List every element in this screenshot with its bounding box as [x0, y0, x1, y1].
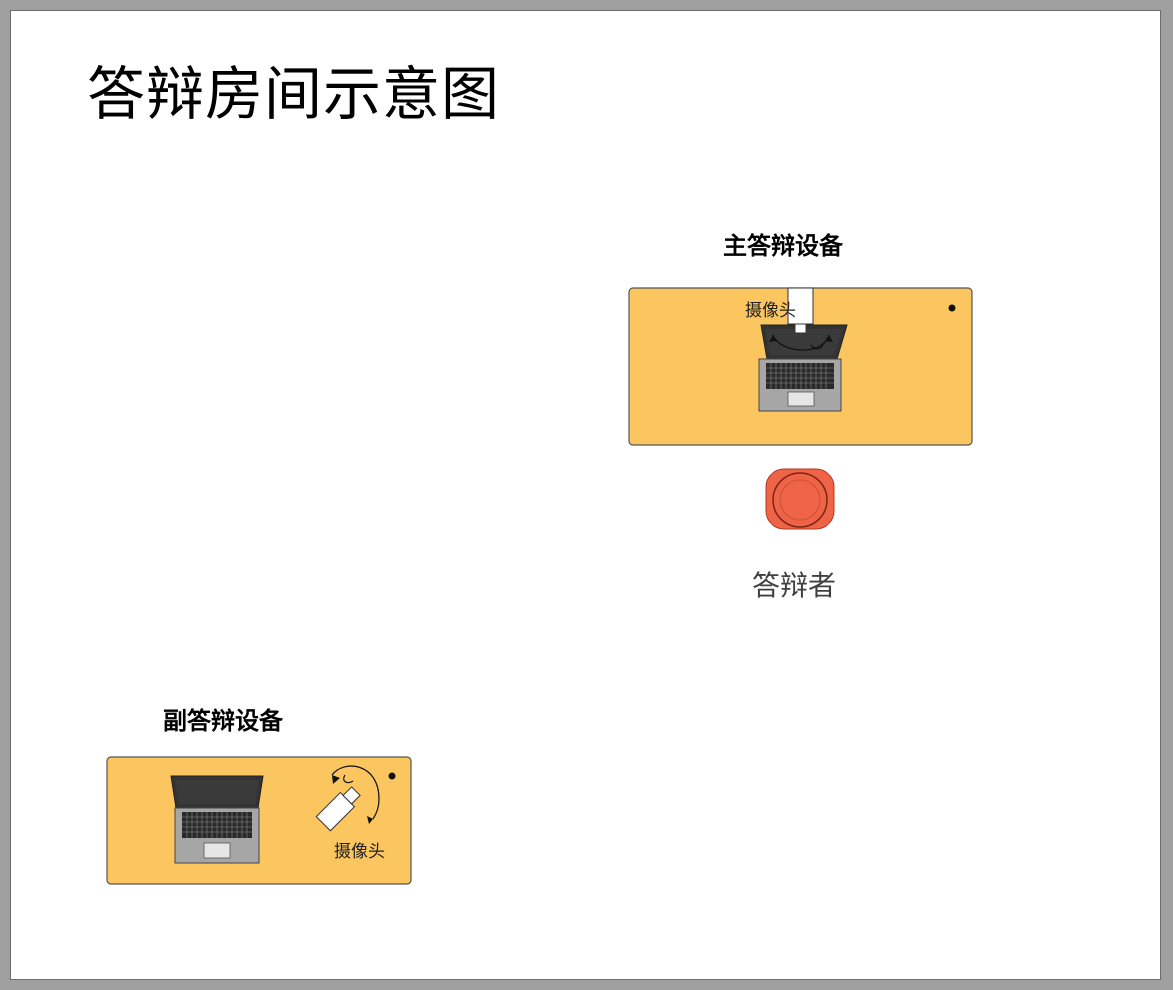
room-diagram-canvas: 答辩房间示意图 主答辩设备 答辩者 副答辩设备 — [10, 10, 1161, 980]
secondary-laptop-icon — [170, 775, 264, 864]
room-layout-drawing — [106, 287, 973, 885]
defender-chair-icon — [765, 468, 835, 530]
secondary-camera-rotate-arrows-icon — [331, 765, 380, 820]
main-camera-arrow-right-icon — [825, 335, 833, 342]
chair-caster-notches — [763, 466, 837, 532]
main-laptop-icon — [758, 324, 848, 412]
main-camera-arrow-left-icon — [769, 335, 777, 342]
secondary-desk-dot-marker — [388, 772, 396, 780]
secondary-camera-icon — [315, 786, 361, 832]
defender-label: 答辩者 — [752, 569, 837, 602]
secondary-device-label: 副答辩设备 — [163, 706, 283, 735]
secondary-camera-arrow-top-icon — [332, 775, 340, 784]
secondary-camera-label: 摄像头 — [334, 842, 385, 862]
main-camera-icon — [787, 287, 814, 334]
main-desk-dot-marker — [948, 304, 956, 312]
secondary-camera-arrow-bottom-icon — [367, 816, 373, 824]
diagram-title: 答辩房间示意图 — [87, 60, 501, 128]
main-device-label: 主答辩设备 — [723, 231, 843, 260]
main-camera-label: 摄像头 — [745, 301, 796, 321]
